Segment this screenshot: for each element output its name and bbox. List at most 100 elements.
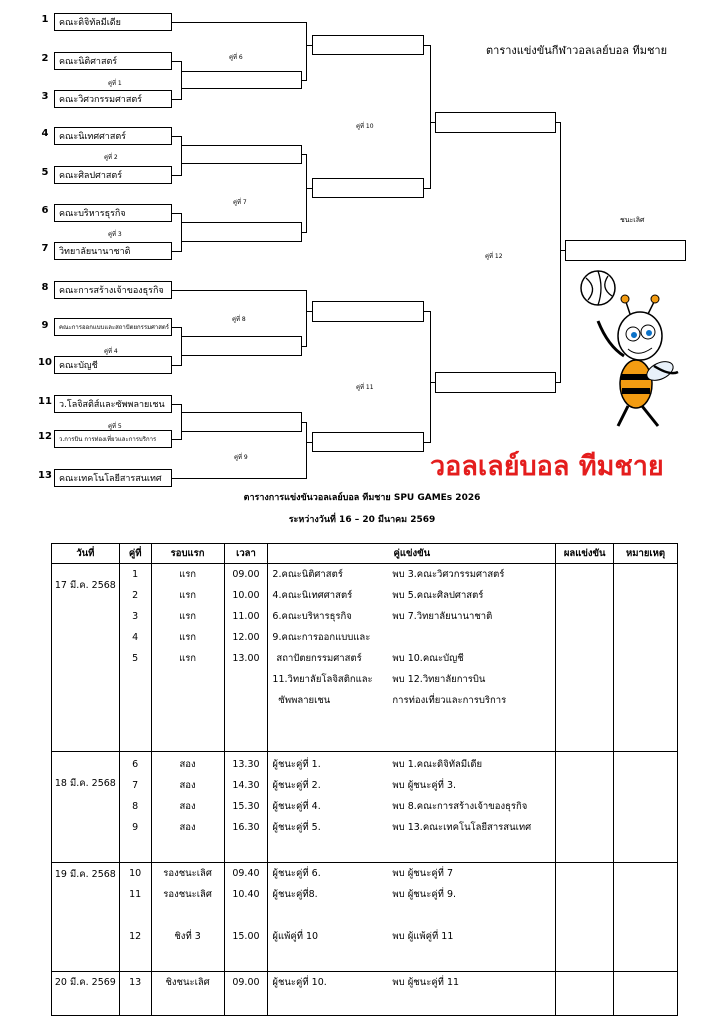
pair-line: ผู้ชนะคู่ที่ 5.พบ 13.คณะเทคโนโลยีสารสนเท… bbox=[272, 817, 555, 838]
time-text: 13.00 bbox=[225, 648, 268, 669]
team-b: พบ ผู้ชนะคู่ที่ 7 bbox=[392, 863, 453, 884]
match-no: 7 bbox=[120, 775, 151, 796]
champion-box bbox=[565, 240, 686, 261]
team-b: พบ ผู้ชนะคู่ที่ 9. bbox=[392, 884, 456, 905]
round-text: แรก bbox=[152, 606, 224, 627]
bracket-line bbox=[172, 99, 181, 100]
pair-line: ผู้ชนะคู่ที่8.พบ ผู้ชนะคู่ที่ 9. bbox=[272, 884, 555, 905]
team-number: 9 bbox=[38, 320, 52, 331]
time-text: 15.00 bbox=[225, 926, 268, 947]
team-b: พบ 7.วิทยาลัยนานาชาติ bbox=[392, 606, 492, 627]
time-text: 10.40 bbox=[225, 884, 268, 905]
team-a: ผู้ชนะคู่ที่ 1. bbox=[272, 754, 392, 775]
header-round: รอบแรก bbox=[151, 544, 224, 564]
team-box: คณะดิจิทัลมีเดีย bbox=[54, 13, 172, 31]
pairs-cell: 2.คณะนิติศาสตร์พบ 3.คณะวิศวกรรมศาสตร์ 4.… bbox=[268, 564, 556, 752]
pair-line: ผู้แพ้คู่ที่ 10พบ ผู้แพ้คู่ที่ 11 bbox=[272, 926, 555, 947]
result-cell bbox=[556, 564, 614, 752]
time-text: 09.00 bbox=[225, 972, 268, 993]
time-text: 16.30 bbox=[225, 817, 268, 838]
match-label: คู่ที่ 5 bbox=[108, 421, 122, 431]
header-match: คู่ที่ bbox=[119, 544, 151, 564]
team-number: 1 bbox=[38, 14, 52, 25]
time-text: 09.00 bbox=[225, 564, 268, 585]
team-number: 6 bbox=[38, 205, 52, 216]
round-cell: แรก แรก แรก แรก แรก bbox=[151, 564, 224, 752]
round-cell: ชิงชนะเลิศ bbox=[151, 972, 224, 1016]
team-box: วิทยาลัยนานาชาติ bbox=[54, 242, 172, 260]
team-number: 12 bbox=[38, 431, 52, 442]
round-text: สอง bbox=[152, 796, 224, 817]
team-box: คณะการออกแบบและสถาปัตยกรรมศาสตร์ bbox=[54, 318, 172, 336]
team-a: ผู้ชนะคู่ที่ 4. bbox=[272, 796, 392, 817]
match-label: คู่ที่ 12 bbox=[485, 251, 503, 261]
bracket-line bbox=[430, 311, 431, 443]
team-box: คณะนิเทศศาสตร์ bbox=[54, 127, 172, 145]
schedule-title: ตารางการแข่งขันวอลเลย์บอล ทีมชาย SPU GAM… bbox=[0, 490, 724, 504]
team-box: คณะเทคโนโลยีสารสนเทศ bbox=[54, 469, 172, 487]
team-a: ผู้ชนะคู่ที่ 6. bbox=[272, 863, 392, 884]
pair-line: ผู้ชนะคู่ที่ 2.พบ ผู้ชนะคู่ที่ 3. bbox=[272, 775, 555, 796]
match-label: คู่ที่ 6 bbox=[229, 52, 243, 62]
pair-line: ผู้ชนะคู่ที่ 10.พบ ผู้ชนะคู่ที่ 11 bbox=[272, 972, 555, 993]
team-b: พบ 1.คณะดิจิทัลมีเดีย bbox=[392, 754, 482, 775]
table-row: 17 มี.ค. 2568 1 2 3 4 5 แรก แรก แรก แรก … bbox=[52, 564, 678, 752]
schedule-table: วันที่ คู่ที่ รอบแรก เวลา คู่แข่งขัน ผลแ… bbox=[51, 543, 678, 1016]
team-a: ผู้แพ้คู่ที่ 10 bbox=[272, 926, 392, 947]
team-a: 11.วิทยาลัยโลจิสติกและ bbox=[272, 669, 392, 690]
header-time: เวลา bbox=[224, 544, 268, 564]
pair-line: 2.คณะนิติศาสตร์พบ 3.คณะวิศวกรรมศาสตร์ bbox=[272, 564, 555, 585]
bracket-line bbox=[172, 136, 181, 137]
team-b: พบ ผู้ชนะคู่ที่ 11 bbox=[392, 972, 459, 993]
bracket-line bbox=[306, 188, 312, 189]
team-b: พบ 3.คณะวิศวกรรมศาสตร์ bbox=[392, 564, 504, 585]
team-b: พบ 13.คณะเทคโนโลยีสารสนเทศ bbox=[392, 817, 531, 838]
champion-label: ชนะเลิศ bbox=[620, 215, 644, 226]
time-text: 09.40 bbox=[225, 863, 268, 884]
table-row: 20 มี.ค. 2569 13 ชิงชนะเลิศ 09.00 ผู้ชนะ… bbox=[52, 972, 678, 1016]
match-box bbox=[312, 178, 424, 198]
pair-line: สถาปัตยกรรมศาสตร์พบ 10.คณะบัญชี bbox=[272, 648, 555, 669]
round-text: รองชนะเลิศ bbox=[152, 884, 224, 905]
match-label: คู่ที่ 9 bbox=[234, 452, 248, 462]
team-a: ผู้ชนะคู่ที่ 2. bbox=[272, 775, 392, 796]
team-box: คณะวิศวกรรมศาสตร์ bbox=[54, 90, 172, 108]
round-text: ชิงที่ 3 bbox=[152, 926, 224, 947]
time-text: 14.30 bbox=[225, 775, 268, 796]
time-text: 11.00 bbox=[225, 606, 268, 627]
time-text: 13.30 bbox=[225, 754, 268, 775]
bracket-line bbox=[560, 122, 561, 383]
team-box: คณะการสร้างเจ้าของธุรกิจ bbox=[54, 281, 172, 299]
date-cell: 17 มี.ค. 2568 bbox=[52, 564, 120, 752]
match-no-cell: 10 11 12 bbox=[119, 863, 151, 972]
team-box: ว.โลจิสติส์และซัพพลายเชน bbox=[54, 395, 172, 413]
match-no: 4 bbox=[120, 627, 151, 648]
match-no: 9 bbox=[120, 817, 151, 838]
bracket-line bbox=[172, 175, 181, 176]
round-text: แรก bbox=[152, 627, 224, 648]
date-cell: 19 มี.ค. 2568 bbox=[52, 863, 120, 972]
match-no-cell: 13 bbox=[119, 972, 151, 1016]
pair-line: ซัพพลายเชนการท่องเที่ยวและการบริการ bbox=[272, 690, 555, 711]
note-cell bbox=[614, 863, 678, 972]
team-number: 11 bbox=[38, 396, 52, 407]
match-box bbox=[312, 432, 424, 452]
bracket-line bbox=[306, 290, 307, 347]
team-number: 3 bbox=[38, 91, 52, 102]
match-box bbox=[181, 412, 302, 432]
bracket-line bbox=[172, 327, 181, 328]
bracket-line bbox=[306, 311, 312, 312]
match-no-cell: 6 7 8 9 bbox=[119, 752, 151, 863]
match-no: 11 bbox=[120, 884, 151, 905]
match-box bbox=[181, 222, 302, 242]
round-text: รองชนะเลิศ bbox=[152, 863, 224, 884]
pairs-cell: ผู้ชนะคู่ที่ 10.พบ ผู้ชนะคู่ที่ 11 bbox=[268, 972, 556, 1016]
round-cell: สอง สอง สอง สอง bbox=[151, 752, 224, 863]
round-text: สอง bbox=[152, 817, 224, 838]
bracket-line bbox=[172, 404, 181, 405]
match-box bbox=[181, 71, 302, 89]
bracket-line bbox=[430, 45, 431, 189]
banner-title: วอลเลย์บอล ทีมชาย bbox=[430, 444, 664, 487]
time-cell: 09.40 10.40 15.00 bbox=[224, 863, 268, 972]
pairs-cell: ผู้ชนะคู่ที่ 6.พบ ผู้ชนะคู่ที่ 7 ผู้ชนะค… bbox=[268, 863, 556, 972]
